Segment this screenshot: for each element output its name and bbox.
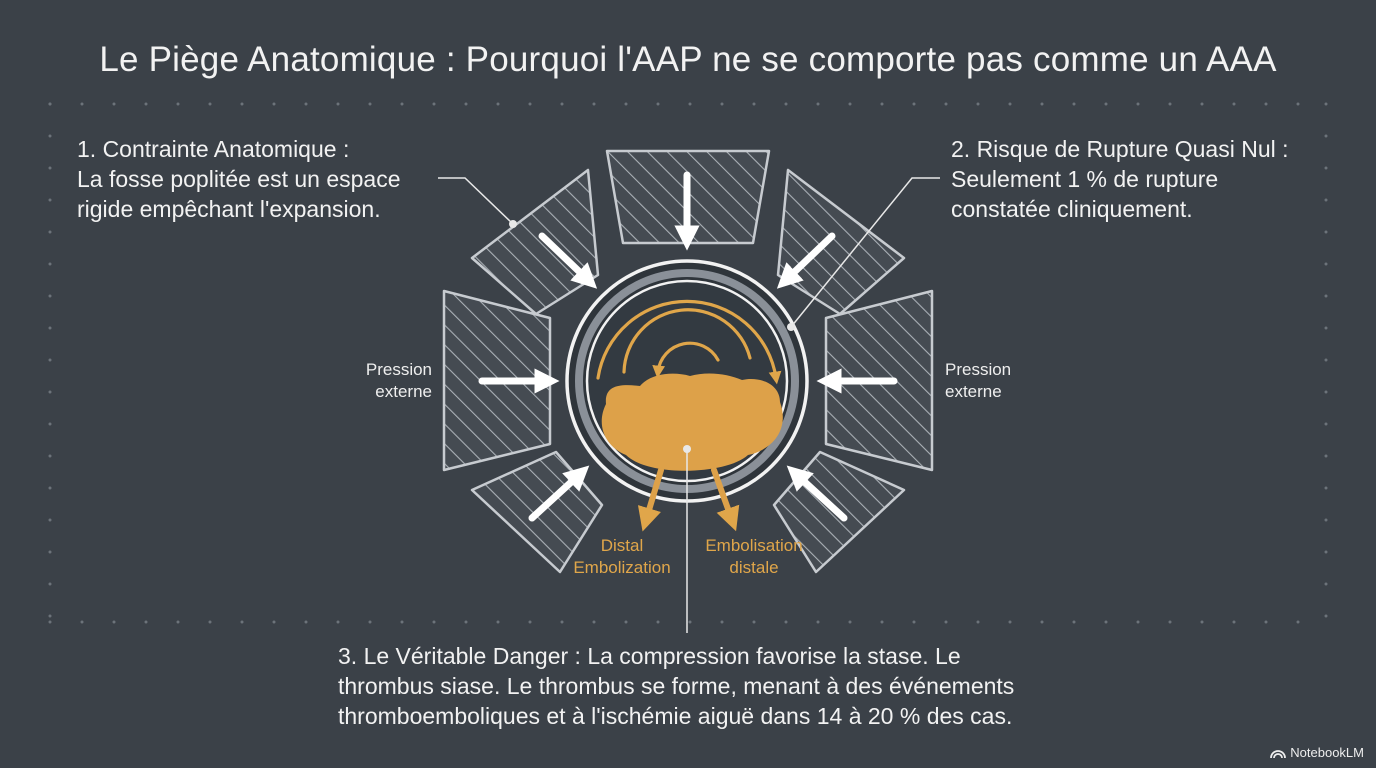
callout-real-danger: 3. Le Véritable Danger : La compression … (338, 641, 1014, 731)
pressure-label-line: Pression (365, 360, 432, 379)
callout-anatomical-constraint: 1. Contrainte Anatomique : La fosse popl… (77, 134, 401, 224)
callout-line: 3. Le Véritable Danger : La compression … (338, 643, 961, 669)
embolization-arrows (637, 467, 740, 532)
callout-line: 1. Contrainte Anatomique : (77, 136, 350, 162)
embolization-label-line: Embolisation (705, 536, 803, 555)
embolization-label-line: distale (729, 558, 779, 577)
leader-line-constraint (438, 177, 514, 225)
leader-dot-constraint (509, 220, 517, 228)
embolization-label-right: Embolisation distale (690, 535, 818, 579)
pressure-label-right: Pression externe (945, 359, 1045, 403)
arrow-bottom-left-icon (528, 465, 590, 522)
pressure-arrows (478, 171, 898, 522)
callout-line: rigide empêchant l'expansion. (77, 196, 381, 222)
callout-line: thromboemboliques et à l'ischémie aiguë … (338, 703, 1013, 729)
embolization-label-line: Distal (600, 536, 644, 555)
notebooklm-watermark: NotebookLM (1270, 745, 1364, 760)
arrow-top-right-icon (776, 232, 836, 289)
leader-line-rupture (790, 177, 940, 328)
arrow-bottom-right-icon (786, 465, 848, 522)
callout-line: Seulement 1 % de rupture (951, 166, 1219, 192)
emboli-arrow-left-icon (637, 467, 664, 532)
thrombus-blob (601, 373, 783, 471)
callout-line: thrombus siase. Le thrombus se forme, me… (338, 673, 1015, 699)
leader-lines (438, 177, 940, 633)
leader-dot-danger (683, 445, 691, 453)
arrow-top-left-icon (538, 232, 598, 289)
stasis-swirl-icon (596, 299, 782, 385)
callout-line: 2. Risque de Rupture Quasi Nul : (951, 136, 1289, 162)
tissue-block-top-left (470, 168, 600, 316)
tissue-block-top-right (776, 168, 906, 316)
notebooklm-logo-icon (1270, 749, 1287, 758)
pressure-label-line: externe (945, 382, 1002, 401)
callout-rupture-risk: 2. Risque de Rupture Quasi Nul : Seuleme… (951, 134, 1289, 224)
leader-dot-rupture (787, 323, 795, 331)
emboli-arrow-right-icon (711, 467, 740, 532)
callout-line: La fosse poplitée est un espace (77, 166, 401, 192)
watermark-text: NotebookLM (1290, 745, 1364, 760)
pressure-label-left: Pression externe (340, 359, 432, 403)
embolization-label-line: Embolization (573, 558, 671, 577)
pressure-label-line: Pression (945, 360, 1012, 379)
pressure-label-line: externe (375, 382, 432, 401)
callout-line: constatée cliniquement. (951, 196, 1193, 222)
embolization-label-left: Distal Embolization (556, 535, 688, 579)
page-title: Le Piège Anatomique : Pourquoi l'AAP ne … (99, 40, 1277, 79)
